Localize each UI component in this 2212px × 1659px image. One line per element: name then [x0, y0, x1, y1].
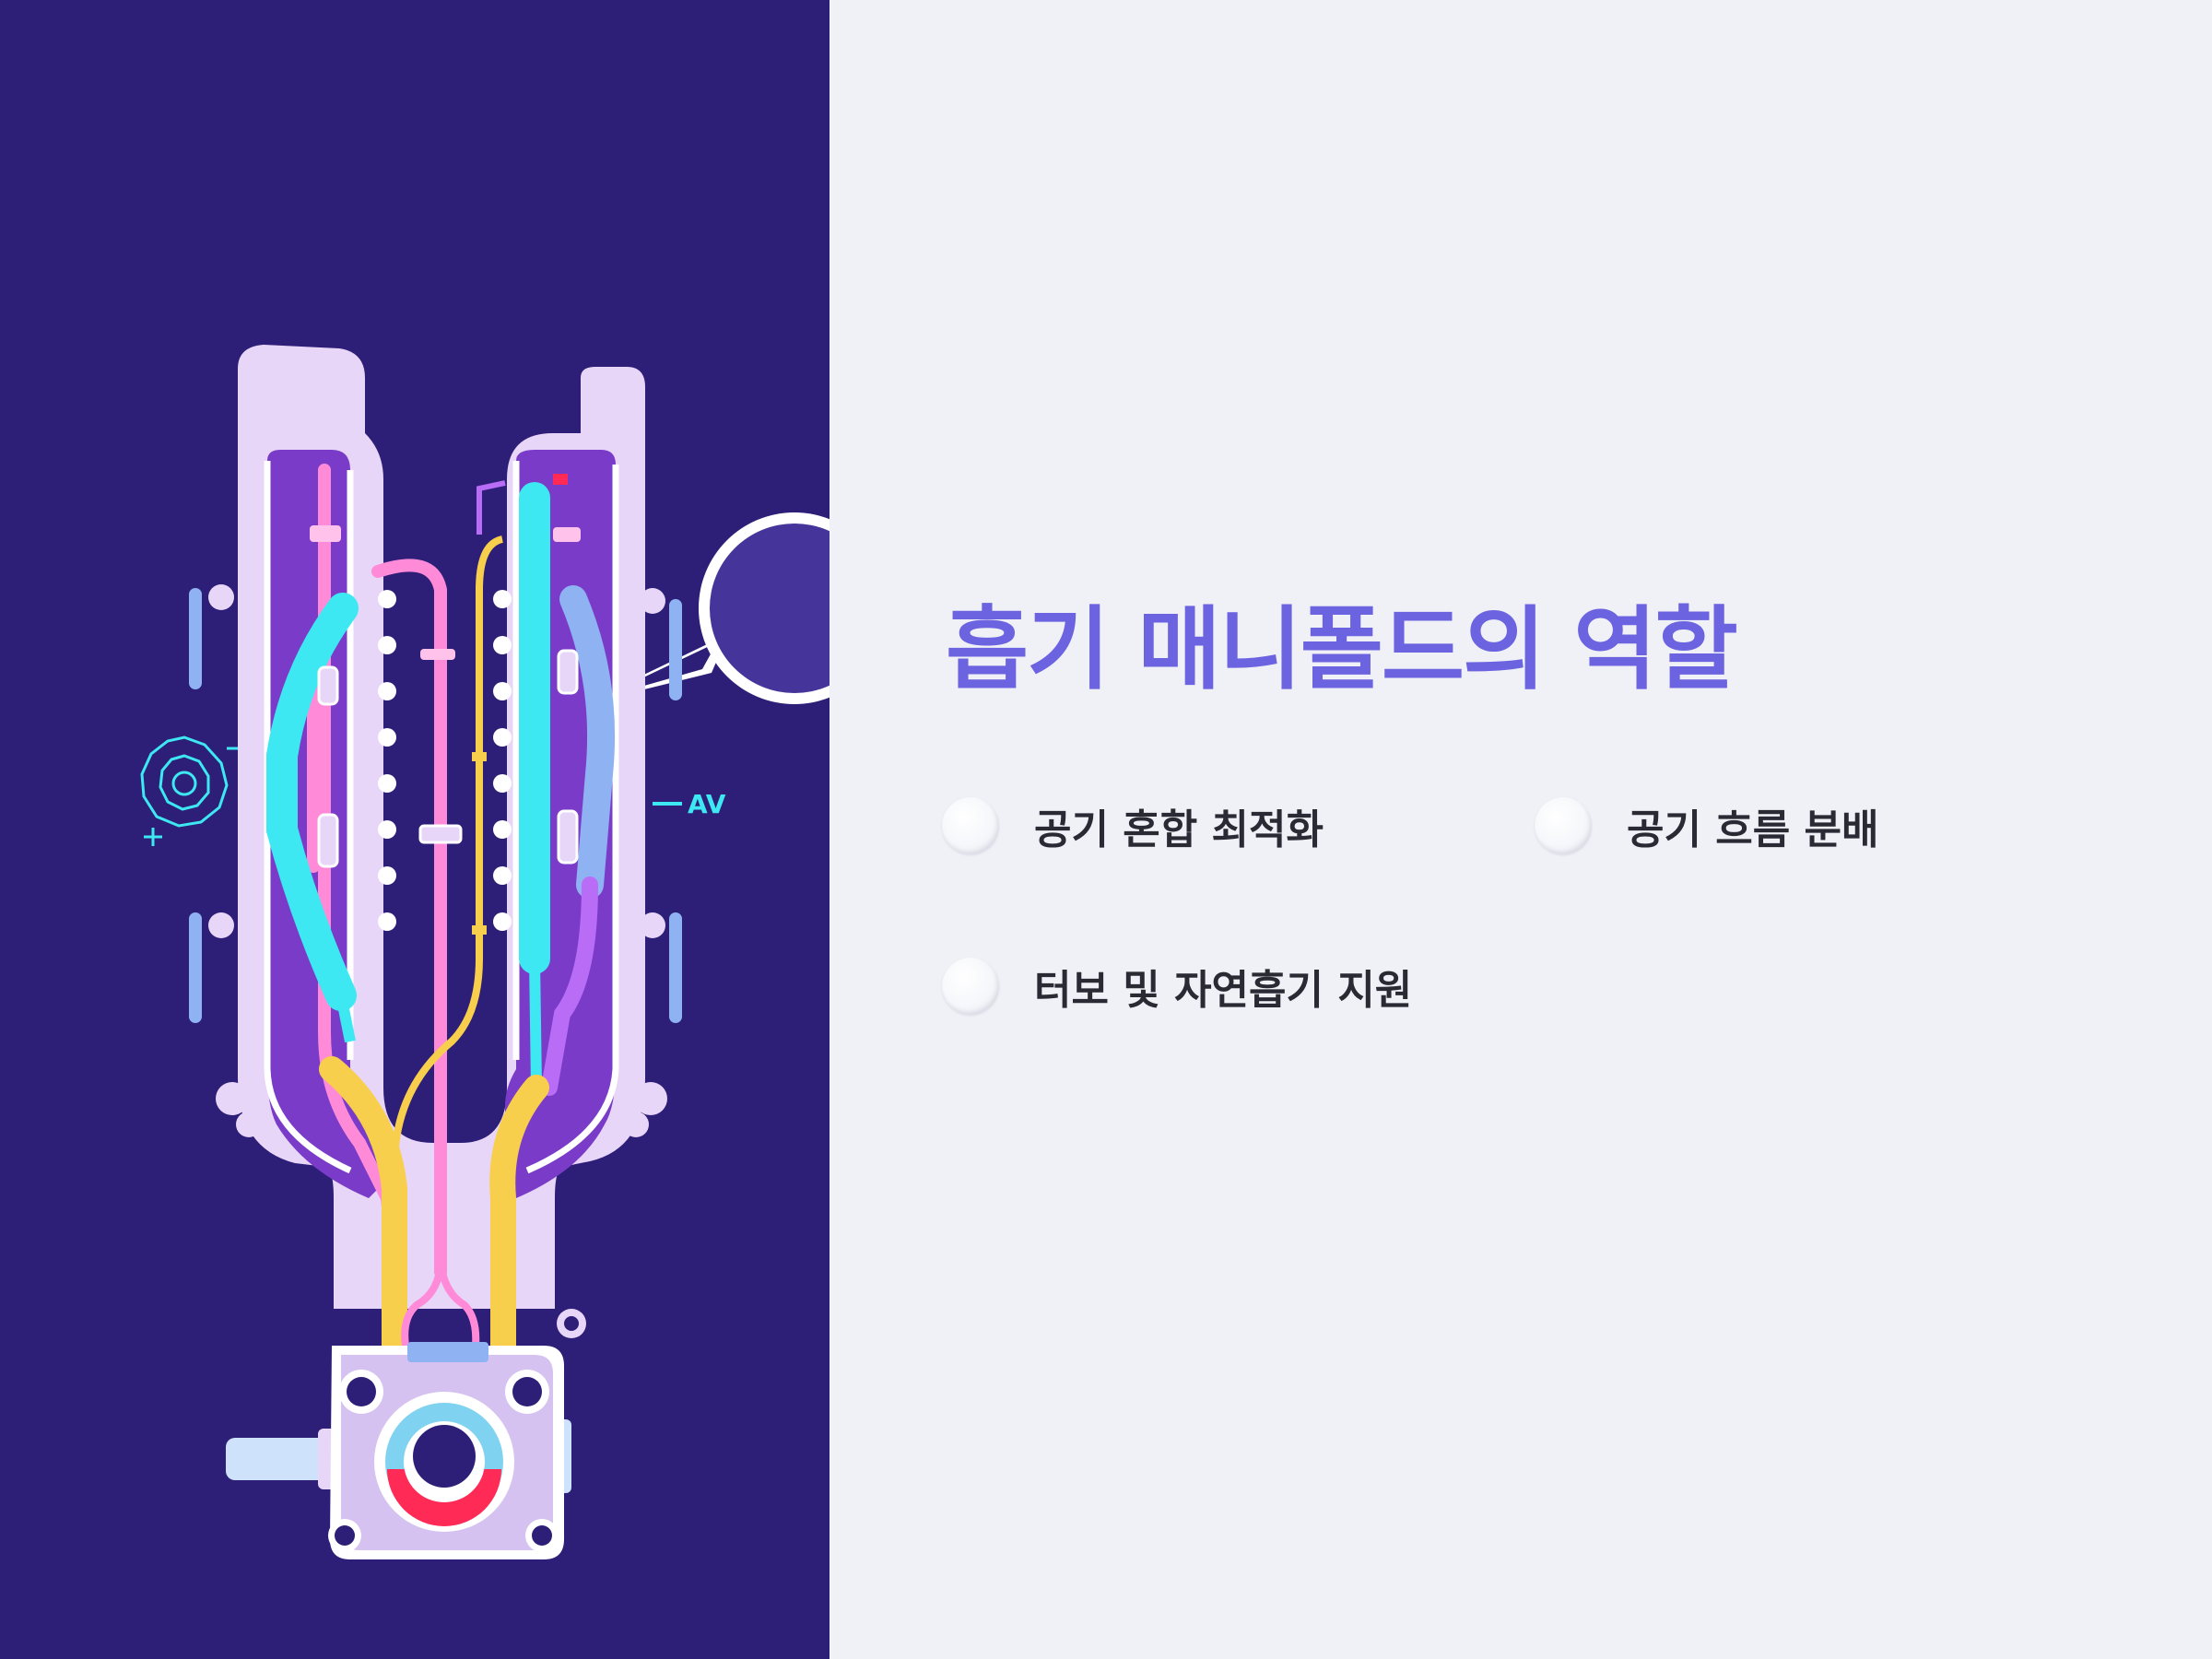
mount-brackets	[189, 584, 682, 1023]
callout-bubble	[581, 512, 830, 705]
violet-runner	[541, 877, 598, 1096]
slide-title: 흡기 매니폴드의 역할	[946, 597, 1738, 702]
feature-label: 공기 흐름 분배	[1627, 806, 1879, 853]
sensor-icon	[140, 735, 251, 846]
intake-manifold-illustration: AV	[140, 345, 830, 1559]
bullet-circle-icon	[942, 958, 999, 1015]
yellow-thin-tube	[391, 535, 504, 1162]
light-blue-runner	[559, 585, 616, 899]
cyan-thin	[335, 958, 542, 1088]
feature-item-turbo-na-support: 터보 및 자연흡기 지원	[942, 949, 1412, 1023]
cyan-runners	[266, 482, 550, 1011]
cavity-outlines	[264, 461, 619, 1174]
throttle-body	[226, 1309, 586, 1559]
yellow-tubes	[319, 1056, 549, 1359]
content-panel: 흡기 매니폴드의 역할 공기 혼합 최적화 공기 흐름 분배 터보 및 자연흡기…	[830, 0, 2212, 1659]
bullet-circle-icon	[942, 797, 999, 854]
bullet-circle-icon	[1535, 797, 1592, 854]
av-tag: AV	[653, 789, 726, 819]
av-tag-label: AV	[688, 789, 726, 819]
illustration-panel: AV	[0, 0, 830, 1659]
fittings	[317, 649, 579, 868]
slot-bumps	[378, 590, 512, 931]
pink-split	[401, 1253, 480, 1347]
feature-item-airflow-distribution: 공기 흐름 분배	[1535, 789, 1879, 863]
yellow-clips	[472, 752, 487, 935]
feature-label: 공기 혼합 최적화	[1034, 806, 1324, 853]
red-cap	[553, 474, 568, 485]
feature-label: 터보 및 자연흡기 지원	[1034, 967, 1413, 1014]
feature-item-air-mixing: 공기 혼합 최적화	[942, 789, 1324, 863]
violet-top	[477, 480, 506, 535]
